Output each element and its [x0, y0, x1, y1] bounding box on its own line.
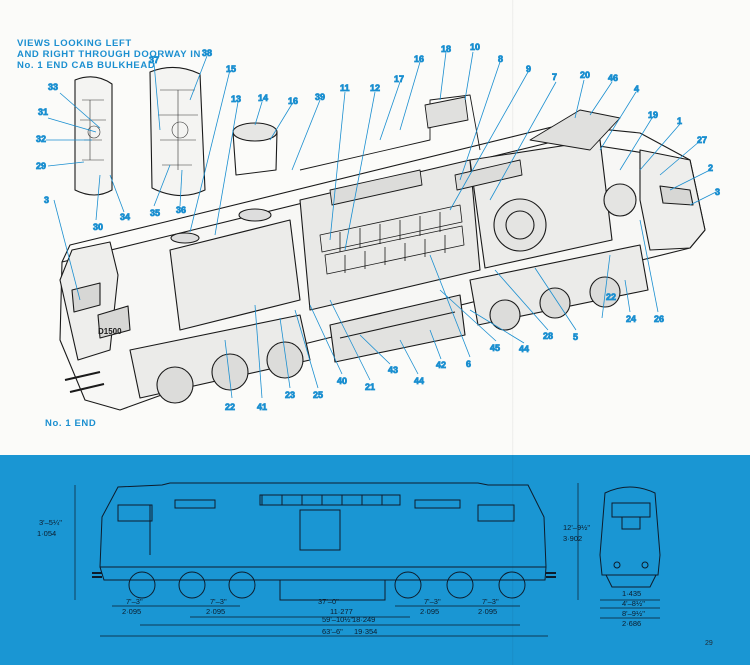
callout-42: 42 [436, 360, 446, 370]
callout-15: 15 [226, 64, 236, 74]
callout-22b: 22 [606, 292, 616, 302]
callout-27: 27 [697, 135, 707, 145]
wheel-spacing-2-ft: 7'–3" [210, 597, 227, 606]
callout-36: 36 [176, 205, 186, 215]
wheelbase-m: 18·249 [352, 615, 375, 624]
cutaway-illustration: D1500 [36, 42, 721, 413]
side-elevation [92, 482, 556, 601]
radiator-compartment [169, 219, 301, 331]
callout-26: 26 [654, 314, 664, 324]
gauge-m: 1·435 [622, 589, 641, 598]
callout-43: 43 [388, 365, 398, 375]
callout-5: 5 [573, 332, 578, 342]
roof-fan-cowl [232, 122, 278, 142]
wheel-spacing-2-m: 2·095 [206, 607, 225, 616]
callout-1: 1 [677, 116, 682, 126]
caption-line: AND RIGHT THROUGH DOORWAY IN [17, 49, 201, 60]
length-m: 19·354 [354, 627, 377, 636]
no1-end-label: No. 1 END [45, 418, 97, 429]
callout-9: 9 [526, 64, 531, 74]
callout-44b: 44 [519, 344, 529, 354]
dimension-drawing: 3'–5¼" 1·054 12'–9½" 3·902 7'–3" 2·095 7… [37, 482, 661, 637]
wheel-spacing-4-ft: 7'–3" [482, 597, 499, 606]
dimension-lines: 3'–5¼" 1·054 12'–9½" 3·902 7'–3" 2·095 7… [37, 483, 660, 637]
callout-21: 21 [365, 382, 375, 392]
callout-39: 39 [315, 92, 325, 102]
callout-30: 30 [93, 222, 103, 232]
wheelbase-ft: 59'–10½" [322, 615, 354, 624]
callout-28: 28 [543, 331, 553, 341]
callout-4: 4 [634, 84, 639, 94]
width-m: 2·686 [622, 619, 641, 628]
callout-35: 35 [150, 208, 160, 218]
callout-29: 29 [36, 161, 46, 171]
wheel-spacing-4-m: 2·095 [478, 607, 497, 616]
callout-8: 8 [498, 54, 503, 64]
width-ft: 8'–9½" [622, 609, 645, 618]
wheel-spacing-3-m: 2·095 [420, 607, 439, 616]
callout-10: 10 [470, 42, 480, 52]
no1-bogie [129, 314, 311, 404]
callout-20: 20 [580, 70, 590, 80]
callout-24: 24 [626, 314, 636, 324]
right-cab-view-inset [149, 66, 206, 197]
callout-34: 34 [120, 212, 130, 222]
callout-23: 23 [285, 390, 295, 400]
end-elevation [599, 486, 661, 588]
callout-16: 16 [288, 96, 298, 106]
wheel-spacing-1-ft: 7'–3" [126, 597, 143, 606]
callout-40: 40 [337, 376, 347, 386]
callout-13: 13 [231, 94, 241, 104]
caption-line: No. 1 END CAB BULKHEAD [17, 60, 156, 71]
loco-number: D1500 [98, 327, 122, 336]
cab-view-caption: VIEWS LOOKING LEFT AND RIGHT THROUGH DOO… [17, 38, 201, 71]
main-generator [493, 198, 547, 252]
wheel-spacing-1-m: 2·095 [122, 607, 141, 616]
caption-line: VIEWS LOOKING LEFT [17, 38, 132, 49]
length-ft: 63'–6" [322, 627, 343, 636]
body-height-m: 3·902 [563, 534, 582, 543]
callout-31: 31 [38, 107, 48, 117]
callout-25: 25 [313, 390, 323, 400]
dimension-panel [0, 455, 750, 665]
callout-33: 33 [48, 82, 58, 92]
callout-16b: 16 [414, 54, 424, 64]
bogie-centres-m: 11·277 [330, 607, 353, 616]
callout-2: 2 [708, 163, 713, 173]
callout-44: 44 [414, 376, 424, 386]
callout-14: 14 [258, 93, 268, 103]
callout-12: 12 [370, 83, 380, 93]
callout-17: 17 [394, 74, 404, 84]
callout-6: 6 [466, 359, 471, 369]
gauge-ft: 4'–8½" [622, 599, 645, 608]
body-height-ft: 12'–9½" [563, 523, 590, 532]
callout-11: 11 [340, 83, 350, 93]
page-number: 29 [705, 640, 713, 647]
callout-45: 45 [490, 343, 500, 353]
callout-32: 32 [36, 134, 46, 144]
callout-22: 22 [225, 402, 235, 412]
fuel-tank [329, 294, 466, 363]
callout-7: 7 [552, 72, 557, 82]
callout-3b: 3 [715, 187, 720, 197]
height-dim-m: 1·054 [37, 529, 56, 538]
height-dim-ft: 3'–5¼" [39, 518, 62, 527]
left-cab-view-inset [74, 76, 113, 196]
callout-3: 3 [44, 195, 49, 205]
page-fold [512, 0, 514, 665]
callout-41: 41 [257, 402, 267, 412]
bogie-centres-ft: 37'–0" [318, 597, 339, 606]
callout-38: 38 [202, 48, 212, 58]
wheel-spacing-3-ft: 7'–3" [424, 597, 441, 606]
callout-19: 19 [648, 110, 658, 120]
callout-18: 18 [441, 44, 451, 54]
callout-labels: 33 31 32 29 30 34 37 38 35 36 3 15 13 14… [36, 42, 721, 413]
callout-37: 37 [149, 55, 159, 65]
callout-46: 46 [608, 73, 618, 83]
